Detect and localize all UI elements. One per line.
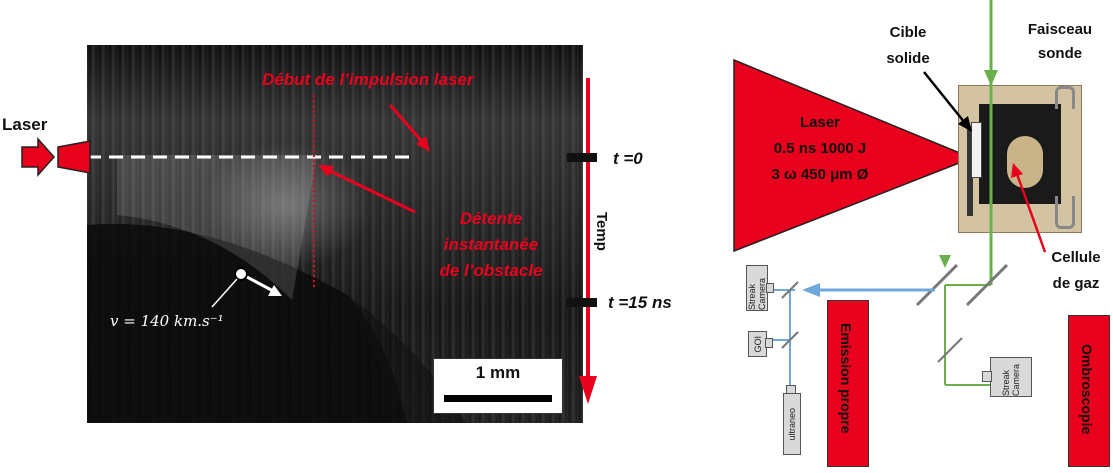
streak-camera-ombro-lens — [982, 371, 992, 382]
ultraneo-label: ultraneo — [787, 407, 797, 441]
streak-camera-emission-lens — [766, 283, 774, 293]
t0-tick — [567, 153, 597, 162]
emission-label: Emission propre — [838, 323, 854, 434]
faisceau-line-2: sonde — [1037, 45, 1083, 62]
cible-label: Cible solide — [868, 20, 948, 72]
cellule-arrow — [1011, 163, 1047, 253]
t15-label: t =15 ns — [608, 293, 672, 312]
streak-camera-ombro-label: Streak Camera — [1001, 363, 1021, 396]
streak-camera-emission-label: Streak Camera — [747, 277, 767, 310]
detente-line-3: de l’obstacle — [439, 261, 543, 280]
laser-spec-spot: 3 ω 450 μm Ø — [771, 166, 869, 183]
mirrors — [915, 263, 1009, 307]
ombro-label: Ombroscopie — [1079, 344, 1095, 435]
lower-mirror — [937, 337, 963, 363]
solid-target — [971, 122, 982, 178]
detente-line-1: Détente — [459, 209, 523, 228]
pulse-start-arrow — [388, 104, 430, 152]
laser-spec: Laser 0.5 ns 1000 J 3 ω 450 μm Ø — [745, 110, 895, 188]
probe-beam — [939, 0, 998, 386]
cellule-line-1: Cellule — [1051, 249, 1101, 266]
faisceau-line-1: Faisceau — [1027, 21, 1093, 38]
emission-label-box: Emission propre — [827, 300, 869, 467]
cible-line-2: solide — [886, 50, 930, 67]
ultraneo-lens — [786, 385, 796, 394]
time-axis-arrow — [579, 78, 597, 404]
cible-line-1: Cible — [889, 24, 927, 41]
t0-label: t =0 — [613, 149, 643, 168]
scale-bar — [444, 395, 552, 402]
detente-arrow — [318, 165, 416, 214]
ultraneo-camera: ultraneo — [783, 393, 801, 455]
laser-spec-duration: 0.5 ns 1000 J — [773, 140, 867, 157]
faisceau-label: Faisceau sonde — [1010, 18, 1110, 66]
velocity-label: v = 140 km.s⁻¹ — [110, 312, 224, 330]
goi-lens — [765, 338, 773, 348]
gas-tube — [1055, 86, 1075, 109]
ombro-label-box: Ombroscopie — [1068, 315, 1110, 467]
target-photo — [958, 85, 1082, 233]
laser-input-arrows — [21, 137, 91, 177]
gas-cell-window — [1007, 136, 1043, 188]
streak-camera-ombro: Streak Camera — [990, 357, 1032, 397]
gas-tube-bottom — [1055, 196, 1075, 229]
scale-bar-label: 1 mm — [475, 363, 521, 382]
temp-label: Temp — [593, 212, 610, 251]
pulse-start-label: Début de l’impulsion laser — [262, 70, 474, 89]
cible-arrow — [923, 71, 972, 132]
detente-label: Détente instantanée de l’obstacle — [426, 206, 556, 284]
velocity-marker — [211, 267, 282, 308]
target-edge — [967, 126, 973, 216]
t15-tick — [567, 298, 597, 307]
laser-triangle — [733, 58, 975, 253]
laser-label-left: Laser — [2, 115, 48, 134]
detente-line-2: instantanée — [443, 235, 539, 254]
cellule-line-2: de gaz — [1052, 275, 1100, 292]
goi-label: GOI — [752, 335, 763, 353]
laser-spec-title: Laser — [799, 114, 841, 131]
cellule-label: Cellule de gaz — [1036, 245, 1113, 297]
scale-bar-box: 1 mm — [433, 358, 563, 414]
streak-camera-emission: Streak Camera — [746, 265, 768, 311]
laser-axis-line — [87, 155, 417, 159]
